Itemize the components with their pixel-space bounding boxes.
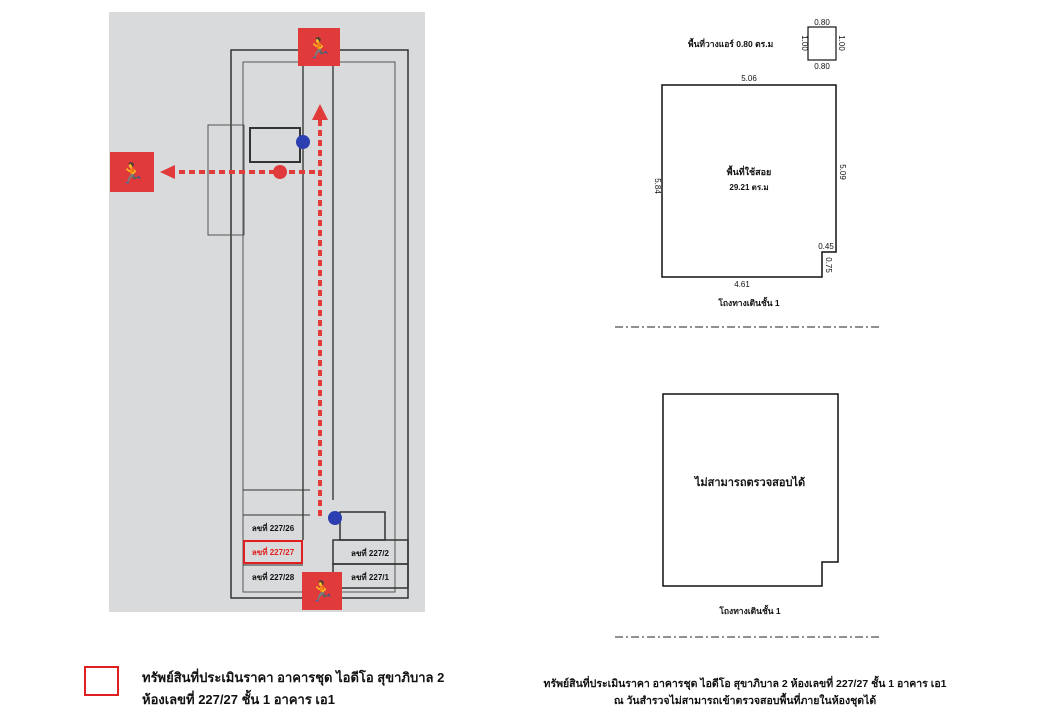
- exit-sign-icon: 🏃: [298, 28, 340, 66]
- svg-text:🏃: 🏃: [307, 36, 332, 60]
- unit-label: ลขที่ 227/28: [252, 571, 295, 582]
- legend-swatch: [84, 666, 119, 696]
- dim-label: 5.09: [838, 164, 847, 180]
- dim-label: 0.45: [818, 242, 834, 251]
- usable-area-label: พื้นที่ใช้สอย: [727, 165, 772, 177]
- exit-sign-icon: 🏃: [302, 572, 342, 610]
- legend: ทรัพย์สินที่ประเมินราคา อาคารชุด ไอดีโอ …: [142, 667, 444, 711]
- svg-text:🏃: 🏃: [310, 579, 335, 603]
- usable-area-value: 29.21 ตร.ม: [729, 183, 768, 192]
- unit-label: ลขที่ 227/26: [252, 522, 295, 533]
- not-inspectable-text: ไม่สามารถตรวจสอบได้: [693, 475, 805, 489]
- subject-unit-highlight: [243, 540, 303, 564]
- svg-text:🏃: 🏃: [120, 161, 145, 185]
- caption: ทรัพย์สินที่ประเมินราคา อาคารชุด ไอดีโอ …: [500, 676, 990, 710]
- corridor-label: โถงทางเดินชั้น 1: [717, 296, 780, 308]
- corridor-label: โถงทางเดินชั้น 1: [718, 604, 781, 616]
- legend-line: ห้องเลขที่ 227/27 ชั้น 1 อาคาร เอ1: [142, 692, 335, 707]
- dim-label: 0.75: [824, 257, 833, 273]
- caption-line: ณ วันสำรวจไม่สามารถเข้าตรวจสอบพื้นที่ภาย…: [613, 695, 877, 707]
- dim-label: 0.80: [814, 18, 830, 27]
- air-area-label: พื้นที่วางแอร์ 0.80 ตร.ม: [688, 37, 773, 49]
- unit-label-subject: ลขที่ 227/27: [252, 546, 295, 557]
- dim-label: 0.80: [814, 62, 830, 71]
- legend-line: ทรัพย์สินที่ประเมินราคา อาคารชุด ไอดีโอ …: [142, 670, 445, 685]
- dim-label: 5.06: [741, 74, 757, 83]
- site-plan: 🏃 🏃 🏃 ลขที่ 227/26 ลขที่ 227/27 ลขที่ 22…: [109, 12, 425, 612]
- unit-label: ลขที่ 227/2: [351, 547, 389, 558]
- unit-label: ลขที่ 227/1: [351, 571, 389, 582]
- dim-label: 1.00: [837, 35, 846, 51]
- exit-sign-icon: 🏃: [110, 152, 154, 192]
- dim-label: 4.61: [734, 280, 750, 289]
- unit-plan: พื้นที่วางแอร์ 0.80 ตร.ม 0.80 0.80 1.00 …: [615, 18, 882, 328]
- survey-plan: ไม่สามารถตรวจสอบได้ โถงทางเดินชั้น 1: [615, 393, 882, 638]
- dim-label: 5.84: [653, 178, 662, 194]
- caption-line: ทรัพย์สินที่ประเมินราคา อาคารชุด ไอดีโอ …: [543, 678, 947, 690]
- dim-label: 1.00: [800, 35, 809, 51]
